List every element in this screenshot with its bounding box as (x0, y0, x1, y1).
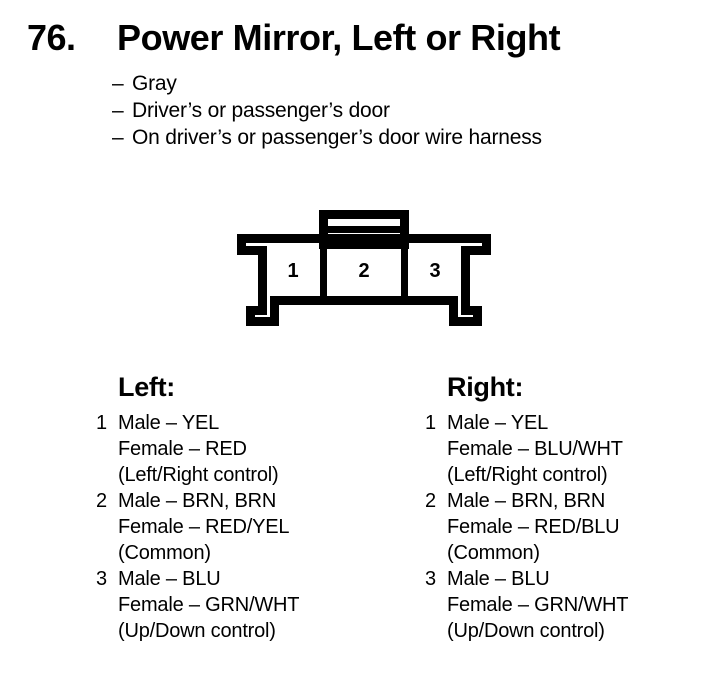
dash-icon: – (112, 126, 124, 149)
pin-function: (Common) (447, 542, 540, 564)
list-item: –On driver’s or passenger’s door wire ha… (112, 124, 682, 151)
pin-male-wire: Male – BLU (118, 568, 221, 590)
pin-female-wire: Female – RED (118, 438, 247, 460)
list-item: 3 Male – BLU Female – GRN/WHT (Up/Down c… (88, 566, 388, 644)
pin-female-wire: Female – RED/BLU (447, 516, 620, 538)
pin-male-wire: Male – BRN, BRN (118, 490, 277, 512)
pin-index: 1 (425, 412, 437, 434)
list-item: 1 Male – YEL Female – BLU/WHT (Left/Righ… (417, 410, 704, 488)
pin-male-wire: Male – BRN, BRN (447, 490, 606, 512)
pin-index: 3 (96, 568, 108, 590)
pin-list-right: Right: 1 Male – YEL Female – BLU/WHT (Le… (417, 370, 704, 644)
pin-female-wire: Female – RED/YEL (118, 516, 290, 538)
list-item: 2 Male – BRN, BRN Female – RED/YEL (Comm… (88, 488, 388, 566)
connector-body-path (237, 234, 491, 326)
pin-index: 1 (96, 412, 108, 434)
list-item: 3 Male – BLU Female – GRN/WHT (Up/Down c… (417, 566, 704, 644)
connector-outline-svg: 1 2 3 (237, 210, 491, 326)
pin-function: (Up/Down control) (118, 620, 276, 642)
pin-male-wire: Male – BLU (447, 568, 550, 590)
dash-icon: – (112, 72, 124, 95)
list-item: 1 Male – YEL Female – RED (Left/Right co… (88, 410, 388, 488)
pin-index: 2 (425, 490, 437, 512)
pin-female-wire: Female – BLU/WHT (447, 438, 623, 460)
list-item: –Gray (112, 70, 682, 97)
list-item: –Driver’s or passenger’s door (112, 97, 682, 124)
dash-icon: – (112, 99, 124, 122)
pin-list-left: Left: 1 Male – YEL Female – RED (Left/Ri… (88, 370, 388, 644)
list-item-label: Driver’s or passenger’s door (132, 99, 390, 122)
entry-number: 76. (27, 17, 76, 58)
pin-female-wire: Female – GRN/WHT (447, 594, 629, 616)
description-list: –Gray –Driver’s or passenger’s door –On … (112, 70, 682, 151)
connector-pin-label-2: 2 (358, 260, 369, 282)
pin-list-heading-right: Right: (447, 372, 524, 402)
connector-diagram: 1 2 3 (232, 205, 496, 330)
pin-function: (Left/Right control) (447, 464, 608, 486)
connector-pin-label-1: 1 (287, 260, 298, 282)
pin-list-heading-left: Left: (118, 372, 175, 402)
pin-function: (Common) (118, 542, 211, 564)
list-item-label: On driver’s or passenger’s door wire har… (132, 126, 542, 149)
entry-header: 76. Power Mirror, Left or Right (0, 16, 704, 62)
pin-male-wire: Male – YEL (447, 412, 549, 434)
page-title: Power Mirror, Left or Right (117, 17, 561, 58)
connector-pin-label-3: 3 (429, 260, 440, 282)
list-item-label: Gray (132, 72, 177, 95)
pin-index: 3 (425, 568, 437, 590)
pin-male-wire: Male – YEL (118, 412, 220, 434)
pin-function: (Left/Right control) (118, 464, 279, 486)
pin-female-wire: Female – GRN/WHT (118, 594, 300, 616)
pin-function: (Up/Down control) (447, 620, 605, 642)
list-item: 2 Male – BRN, BRN Female – RED/BLU (Comm… (417, 488, 704, 566)
pin-index: 2 (96, 490, 108, 512)
